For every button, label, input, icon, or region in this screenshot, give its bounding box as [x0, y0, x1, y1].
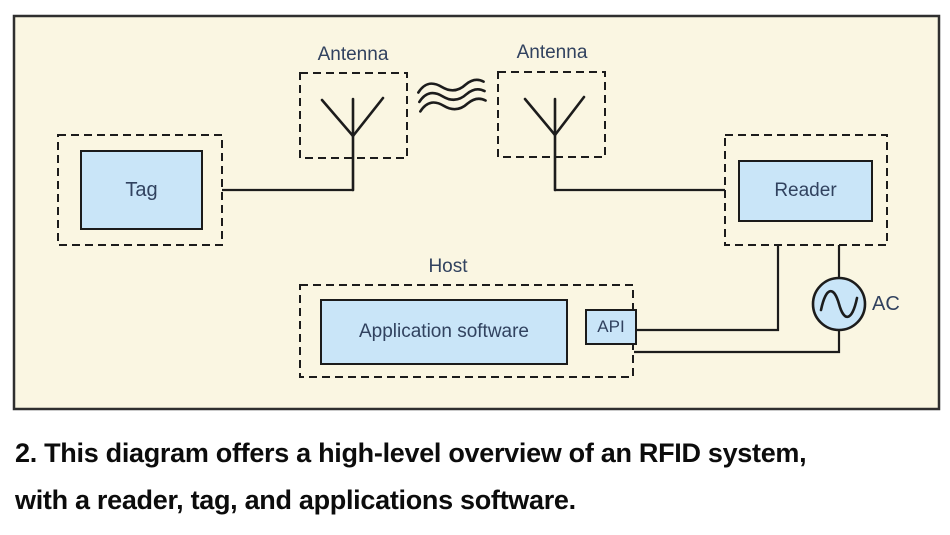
antenna-left-dashed-box	[299, 72, 408, 159]
antenna-left-title: Antenna	[317, 44, 389, 65]
api-box: API	[585, 309, 637, 345]
ac-source-icon	[811, 276, 867, 332]
antenna-right-title: Antenna	[516, 42, 588, 63]
ac-title: AC	[872, 293, 900, 315]
api-label: API	[597, 317, 625, 336]
tag-dashed-box	[57, 134, 223, 246]
figure-caption: 2. This diagram offers a high-level over…	[15, 430, 940, 524]
radio-waves-icon	[417, 78, 487, 113]
antenna-left-icon	[320, 96, 385, 192]
host-title: Host	[428, 256, 468, 277]
antenna-right-icon	[523, 95, 586, 192]
tag-box: Tag	[80, 150, 203, 230]
tag-label: Tag	[125, 178, 158, 201]
application-software-box: Application software	[320, 299, 568, 365]
application-software-label: Application software	[358, 321, 530, 342]
caption-line-2: with a reader, tag, and applications sof…	[15, 485, 576, 515]
caption-line-1: 2. This diagram offers a high-level over…	[15, 438, 807, 468]
wire-api-to-ac	[634, 331, 841, 354]
antenna-right-dashed-box	[497, 71, 606, 158]
reader-label: Reader	[774, 180, 837, 201]
reader-box: Reader	[738, 160, 873, 222]
wire-api-to-reader	[637, 245, 780, 332]
